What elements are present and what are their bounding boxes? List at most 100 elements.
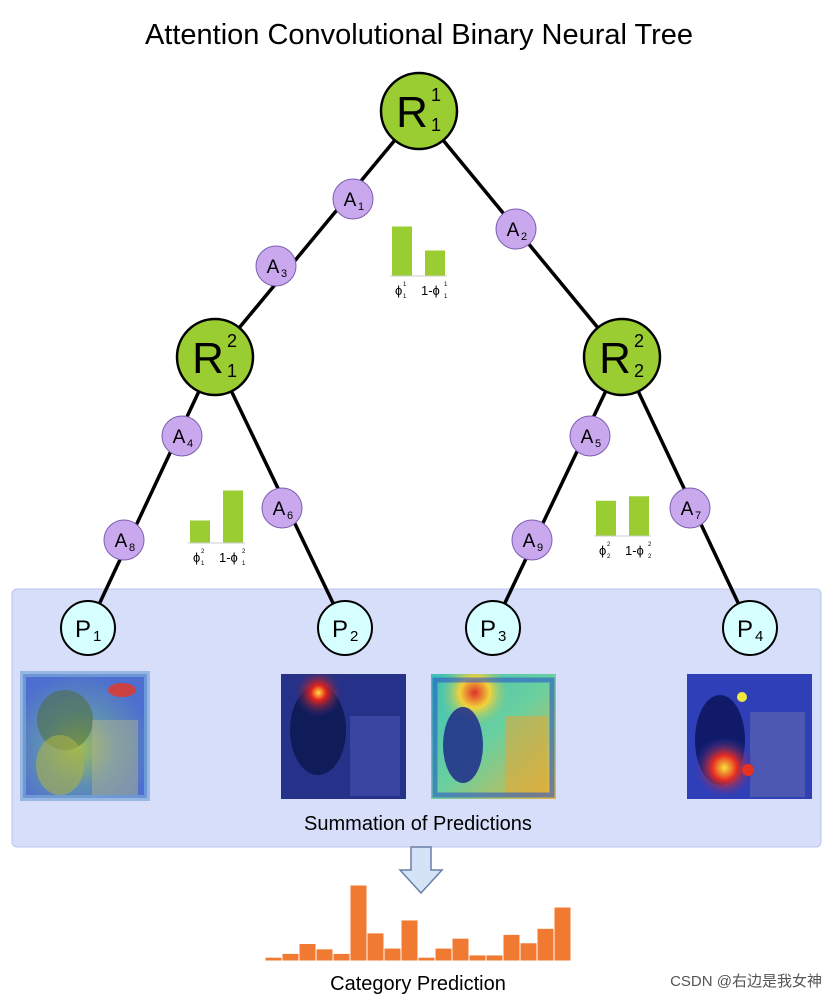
prediction-bar xyxy=(519,942,538,962)
routing-bar-complement-sub: 1 xyxy=(444,294,448,300)
root-node-r21-sub: 1 xyxy=(227,361,237,381)
routing-bar-complement xyxy=(223,490,243,543)
heatmap-image-4 xyxy=(687,674,812,799)
root-node-r22: R 2 2 xyxy=(582,317,662,397)
attention-node-a6: A 6 xyxy=(261,487,303,529)
routing-bar-complement-sub: 1 xyxy=(242,561,246,567)
prediction-bar xyxy=(366,932,385,962)
prediction-bar xyxy=(553,906,572,962)
prediction-bar xyxy=(536,927,555,962)
root-node-r22-base: R xyxy=(599,334,631,383)
routing-bar-phi-sub: 1 xyxy=(201,561,205,567)
leaf-node-p4: P 4 xyxy=(722,600,778,656)
routing-bar-phi xyxy=(190,520,210,543)
leaf-node-p3: P 3 xyxy=(465,600,521,656)
attention-node-a2-base: A xyxy=(507,220,520,241)
down-arrow-icon xyxy=(398,846,444,895)
attention-node-a5-sub: 5 xyxy=(595,438,601,450)
root-node-r22-sup: 2 xyxy=(634,331,644,351)
leaf-node-p1-base: P xyxy=(75,616,91,643)
diagram-title: Attention Convolutional Binary Neural Tr… xyxy=(145,19,693,51)
prediction-bar xyxy=(434,947,453,962)
root-node-r21-sup: 2 xyxy=(227,331,237,351)
attention-node-a5-base: A xyxy=(581,427,594,448)
attention-node-a4: A 4 xyxy=(161,415,203,457)
leaf-node-p3-base: P xyxy=(480,616,496,643)
routing-bar-complement-sup: 2 xyxy=(242,549,246,555)
attention-node-a8: A 8 xyxy=(103,519,145,561)
leaf-node-p2-base: P xyxy=(332,616,348,643)
leaf-node-p2: P 2 xyxy=(317,600,373,656)
attention-node-a2-sub: 2 xyxy=(521,231,527,243)
attention-node-a3-base: A xyxy=(267,257,280,278)
prediction-bar xyxy=(502,933,521,962)
attention-node-a8-base: A xyxy=(115,531,128,552)
root-node-r21: R 2 1 xyxy=(175,317,255,397)
routing-bar-phi-sub: 1 xyxy=(403,294,407,300)
root-node-r21-base: R xyxy=(192,334,224,383)
watermark: CSDN @右边是我女神 xyxy=(670,972,822,990)
routing-bar-phi-sub: 2 xyxy=(607,554,611,560)
attention-node-a2: A 2 xyxy=(495,208,537,250)
attention-node-a1: A 1 xyxy=(332,178,374,220)
routing-bar-complement-label: 1-ϕ xyxy=(421,283,440,298)
attention-node-a9-sub: 9 xyxy=(537,542,543,554)
prediction-bar xyxy=(451,937,470,962)
prediction-bar xyxy=(468,954,487,962)
routing-bar-complement xyxy=(425,250,445,276)
attention-node-a3: A 3 xyxy=(255,245,297,287)
routing-bar-complement-sup: 2 xyxy=(648,542,652,548)
routing-bar-complement xyxy=(629,496,649,536)
prediction-bar xyxy=(281,952,300,962)
attention-node-a7-sub: 7 xyxy=(695,510,701,522)
attention-node-a9-base: A xyxy=(523,531,536,552)
routing-bar-phi-label: ϕ xyxy=(193,550,200,565)
prediction-bar xyxy=(383,947,402,962)
routing-bar-phi-label: ϕ xyxy=(599,543,606,558)
attention-node-a6-base: A xyxy=(273,499,286,520)
routing-bar-phi xyxy=(596,500,616,536)
attention-node-a7: A 7 xyxy=(669,487,711,529)
routing-bar-complement-label: 1-ϕ xyxy=(219,550,238,565)
attention-node-a3-sub: 3 xyxy=(281,268,287,280)
leaf-node-p3-sub: 3 xyxy=(498,628,506,645)
leaf-node-p4-sub: 4 xyxy=(755,628,763,645)
attention-node-a1-sub: 1 xyxy=(358,201,364,213)
attention-node-a9: A 9 xyxy=(511,519,553,561)
category-prediction-histogram xyxy=(264,884,572,962)
attention-node-a1-base: A xyxy=(344,190,357,211)
root-node-r22-sub: 2 xyxy=(634,361,644,381)
attention-node-a7-base: A xyxy=(681,499,694,520)
prediction-bar xyxy=(349,884,368,962)
prediction-bar xyxy=(485,954,504,962)
prediction-bar xyxy=(332,952,351,962)
output-label: Category Prediction xyxy=(330,973,506,995)
root-node-r11-base: R xyxy=(396,88,428,137)
leaf-node-p1: P 1 xyxy=(60,600,116,656)
routing-bar-complement-sub: 2 xyxy=(648,554,652,560)
root-node-r11-sup: 1 xyxy=(431,85,441,105)
routing-bar-phi-sup: 1 xyxy=(403,282,407,288)
heatmap-image-3 xyxy=(431,674,556,799)
attention-node-a6-sub: 6 xyxy=(287,510,293,522)
edge-r21-p1 xyxy=(86,355,217,630)
prediction-bar xyxy=(417,956,436,962)
prediction-bar xyxy=(264,956,283,962)
attention-node-a5: A 5 xyxy=(569,415,611,457)
prediction-bar xyxy=(315,948,334,962)
leaf-node-p4-base: P xyxy=(737,616,753,643)
prediction-bar xyxy=(298,943,317,962)
routing-bar-phi-sup: 2 xyxy=(201,549,205,555)
routing-bar-phi xyxy=(392,226,412,276)
leaf-node-p2-sub: 2 xyxy=(350,628,358,645)
heatmap-image-1 xyxy=(20,671,150,801)
panel-label: Summation of Predictions xyxy=(304,813,532,835)
attention-node-a4-base: A xyxy=(173,427,186,448)
prediction-bar xyxy=(400,919,419,962)
attention-node-a8-sub: 8 xyxy=(129,542,135,554)
